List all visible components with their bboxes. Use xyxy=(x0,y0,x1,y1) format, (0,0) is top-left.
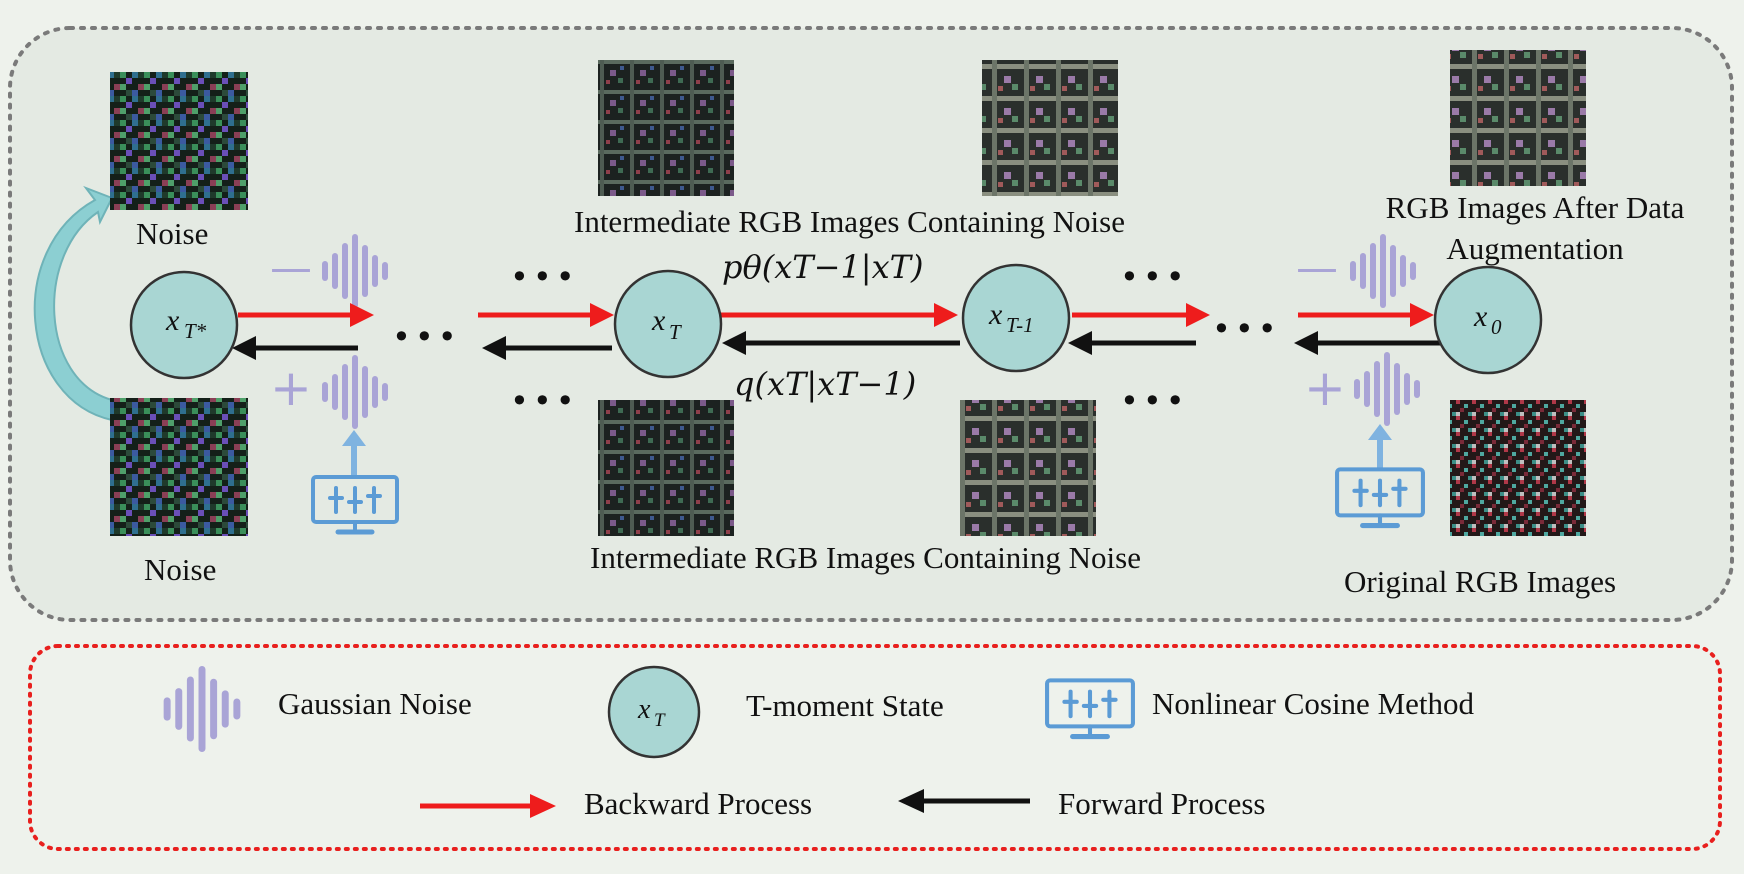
process-frame xyxy=(8,26,1734,622)
forward-arrow xyxy=(1294,331,1444,355)
state-node-xT: x T xyxy=(613,269,723,379)
state-node-xT-star: x T* xyxy=(129,270,239,380)
state-node-x0: x 0 xyxy=(1433,265,1543,375)
ellipsis: ••• xyxy=(510,258,579,296)
augmented-image xyxy=(1450,50,1586,186)
legend-nonlinear-cosine: Nonlinear Cosine Method xyxy=(1152,686,1475,721)
original-image xyxy=(1450,400,1586,536)
intermediate-bottom-caption: Intermediate RGB Images Containing Noise xyxy=(590,540,1141,575)
augmented-caption-line1: RGB Images After Data xyxy=(1385,190,1685,225)
ellipsis: ••• xyxy=(1212,310,1281,348)
intermediate-image xyxy=(960,400,1096,536)
ellipsis: ••• xyxy=(1120,258,1189,296)
svg-text:T*: T* xyxy=(184,319,207,343)
legend-frame xyxy=(28,644,1722,851)
up-arrow-icon xyxy=(1368,424,1392,470)
svg-text:T: T xyxy=(669,320,682,344)
backward-arrow xyxy=(238,303,374,327)
intermediate-image xyxy=(598,60,734,196)
noise-image xyxy=(110,398,248,536)
ellipsis: ••• xyxy=(510,382,579,420)
curved-arrow-icon xyxy=(33,185,114,422)
forward-arrow xyxy=(722,331,960,355)
backward-arrow xyxy=(1072,303,1210,327)
backward-arrow xyxy=(478,303,614,327)
svg-text:0: 0 xyxy=(1491,315,1502,339)
intermediate-image xyxy=(982,60,1118,196)
noise-bottom-caption: Noise xyxy=(144,552,217,587)
ellipsis: ••• xyxy=(392,318,461,356)
minus-sign: — xyxy=(270,243,312,292)
backward-arrow xyxy=(1298,303,1434,327)
forward-arrow xyxy=(232,336,358,360)
intermediate-image xyxy=(598,400,734,536)
noise-image xyxy=(110,72,248,210)
minus-sign: — xyxy=(1296,243,1338,292)
backward-legend-arrow xyxy=(420,794,556,818)
intermediate-top-caption: Intermediate RGB Images Containing Noise xyxy=(574,204,1125,239)
legend-t-moment-state: T-moment State xyxy=(746,688,944,723)
augmented-caption-line2: Augmentation xyxy=(1446,231,1624,266)
state-node-xT-1: x T-1 xyxy=(961,263,1071,373)
plus-sign: + xyxy=(1304,359,1346,417)
plus-sign: + xyxy=(270,359,312,417)
up-arrow-icon xyxy=(342,430,366,478)
svg-text:x: x xyxy=(988,298,1003,331)
svg-text:x: x xyxy=(1473,300,1488,333)
svg-text:T: T xyxy=(654,710,666,731)
ellipsis: ••• xyxy=(1120,382,1189,420)
forward-arrow xyxy=(1068,331,1196,355)
legend-forward-process: Forward Process xyxy=(1058,786,1266,821)
reverse-formula: pθ(xT−1|xT) xyxy=(722,248,923,286)
svg-text:T-1: T-1 xyxy=(1006,313,1034,337)
original-caption: Original RGB Images xyxy=(1344,564,1617,599)
svg-text:x: x xyxy=(637,694,651,725)
svg-text:x: x xyxy=(165,304,180,337)
forward-arrow xyxy=(482,336,612,360)
t-moment-state-icon: x T xyxy=(607,665,701,759)
legend-backward-process: Backward Process xyxy=(584,786,813,821)
legend-gaussian-noise: Gaussian Noise xyxy=(278,686,472,721)
forward-legend-arrow xyxy=(898,789,1030,813)
noise-top-caption: Noise xyxy=(136,216,209,251)
svg-text:x: x xyxy=(651,304,666,337)
backward-arrow xyxy=(720,303,958,327)
forward-formula: q(xT|xT−1) xyxy=(734,365,916,403)
